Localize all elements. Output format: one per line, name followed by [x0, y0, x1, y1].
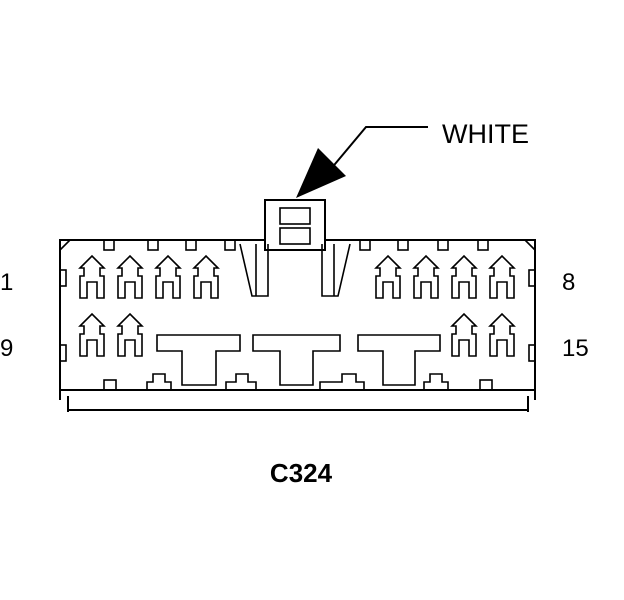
- cavity: [374, 254, 402, 299]
- pin-label-1: 1: [0, 269, 13, 296]
- cavity: [412, 254, 440, 299]
- cavity-row-top: [78, 254, 516, 299]
- cavity: [154, 254, 182, 299]
- cavity: [78, 312, 106, 357]
- cavity: [450, 254, 478, 299]
- cavity: [116, 254, 144, 299]
- cavity: [116, 312, 144, 357]
- cavity: [78, 254, 106, 299]
- base-bumps: [103, 373, 493, 391]
- pin-label-9: 9: [0, 335, 13, 362]
- t-cavity: [357, 334, 441, 386]
- cavity: [488, 312, 516, 357]
- pin-label-8: 8: [562, 269, 575, 296]
- color-label: WHITE: [442, 119, 529, 149]
- callout-arrowhead: [296, 148, 346, 198]
- t-cavity: [252, 334, 341, 386]
- connector-housing: [59, 239, 536, 412]
- connector-id: C324: [270, 458, 333, 488]
- color-callout: WHITE: [296, 119, 529, 198]
- t-cavity: [156, 334, 241, 386]
- cavity: [192, 254, 220, 299]
- pin-label-15: 15: [562, 335, 589, 362]
- callout-leader-line: [329, 126, 428, 171]
- cavity-row-bottom: [78, 312, 516, 386]
- locking-tab: [264, 199, 326, 251]
- cavity: [450, 312, 478, 357]
- cavity: [488, 254, 516, 299]
